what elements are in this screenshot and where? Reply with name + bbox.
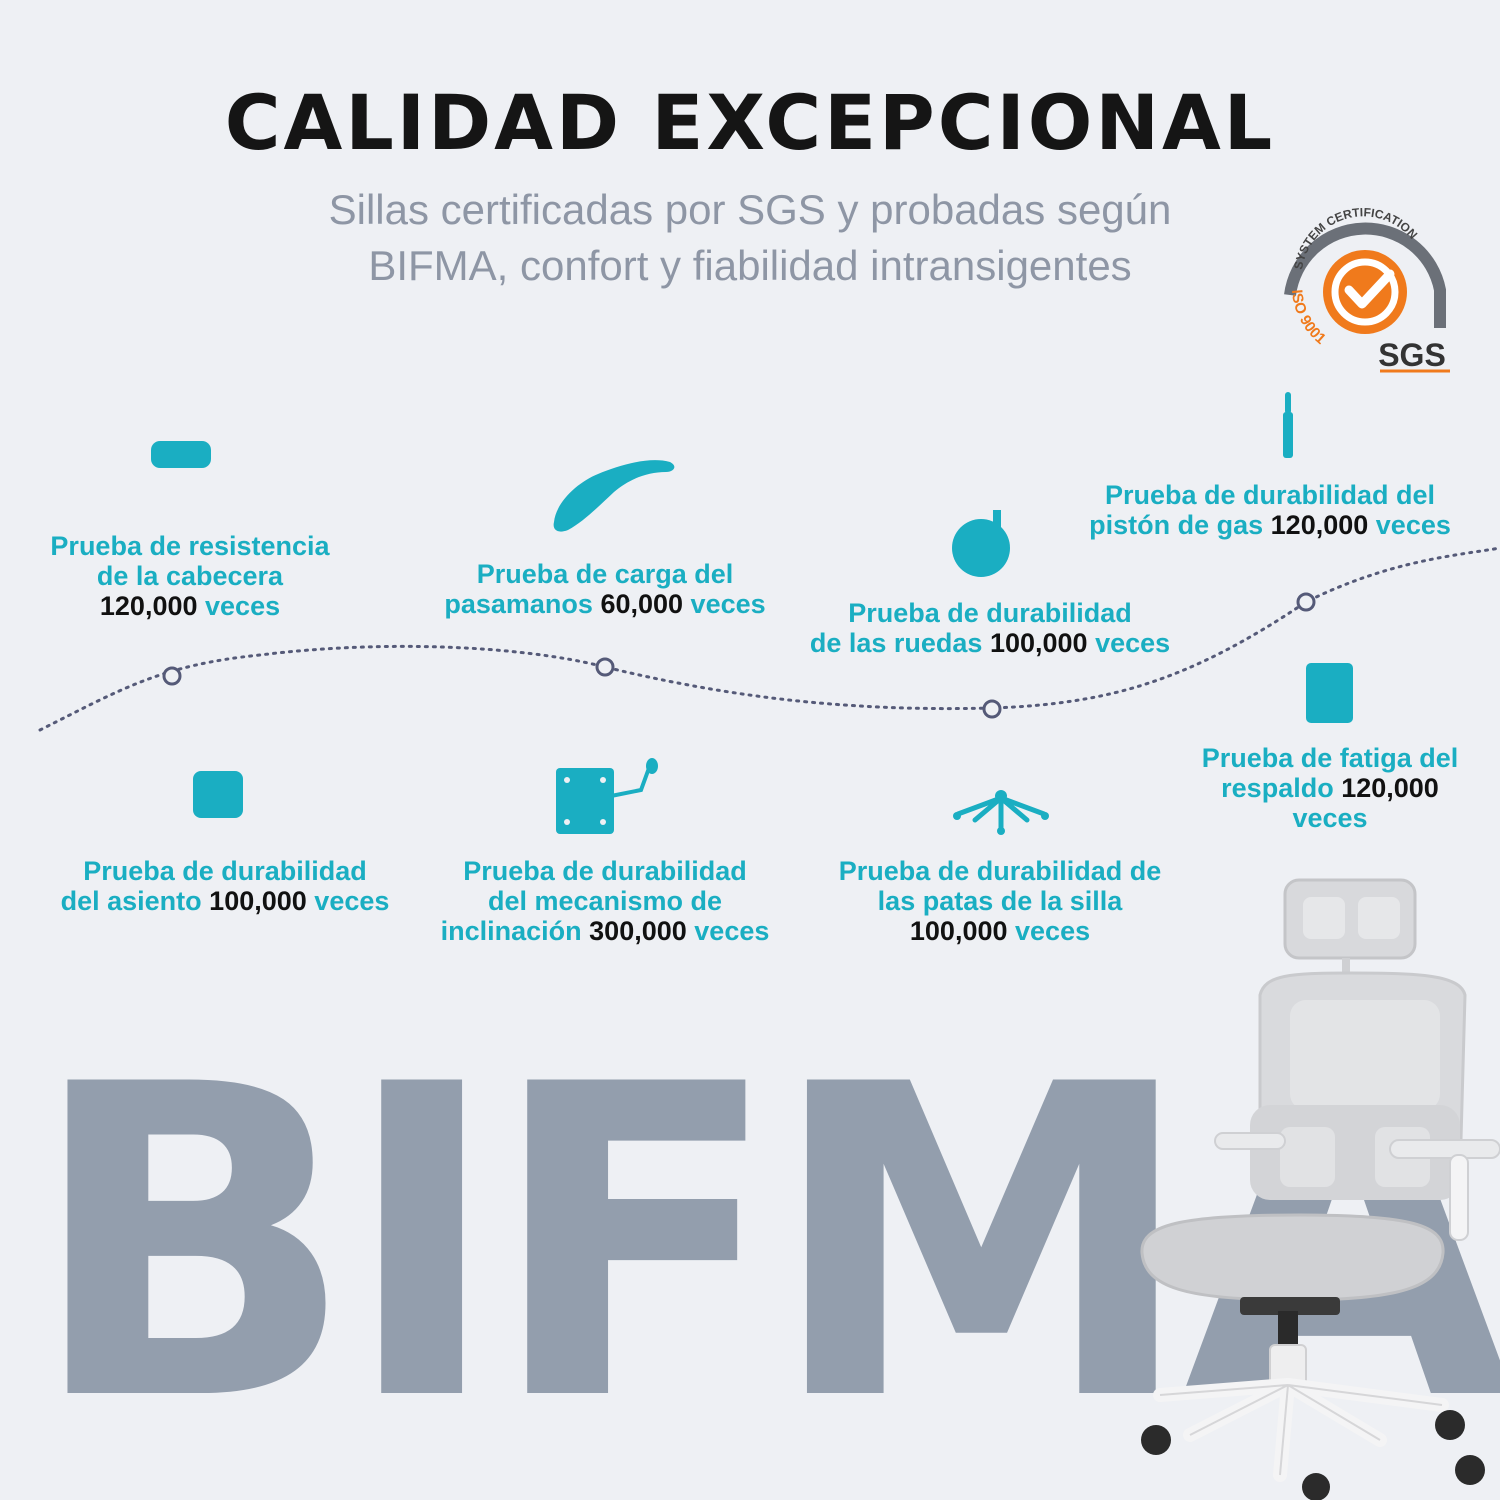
caster-wheel-icon [952, 510, 1010, 577]
timeline-node [595, 657, 615, 677]
test-label-backrest: Prueba de fatiga del respaldo 120,000 ve… [1201, 743, 1459, 833]
test-label-armrest: Prueba de carga del pasamanos 60,000 vec… [444, 559, 766, 619]
chair-base-icon [953, 790, 1049, 835]
backrest-icon [1306, 663, 1353, 723]
timeline-node [982, 699, 1002, 719]
armrest-icon [553, 460, 675, 532]
page-title: CALIDAD EXCEPCIONAL [224, 78, 1276, 167]
test-label-gas-piston: Prueba de durabilidad del pistón de gas … [1089, 480, 1451, 540]
test-label-wheels: Prueba de durabilidad de las ruedas 100,… [809, 598, 1171, 658]
timeline-node [1296, 592, 1316, 612]
headrest-icon [151, 441, 211, 468]
subtitle-line-1: Sillas certificadas por SGS y probadas s… [328, 186, 1172, 233]
seat-cushion-icon [193, 771, 243, 818]
sgs-certification-badge: SYSTEM CERTIFICATION ISO 9001 SGS [1284, 205, 1450, 373]
tilt-mechanism-icon [556, 758, 658, 834]
office-chair-image [1140, 878, 1500, 1500]
gas-piston-icon [1283, 392, 1293, 458]
subtitle-line-2: BIFMA, confort y fiabilidad intransigent… [368, 242, 1132, 289]
timeline-node [162, 666, 182, 686]
test-label-seat: Prueba de durabilidad del asiento 100,00… [60, 856, 390, 916]
sgs-logo-text: SGS [1378, 337, 1446, 373]
